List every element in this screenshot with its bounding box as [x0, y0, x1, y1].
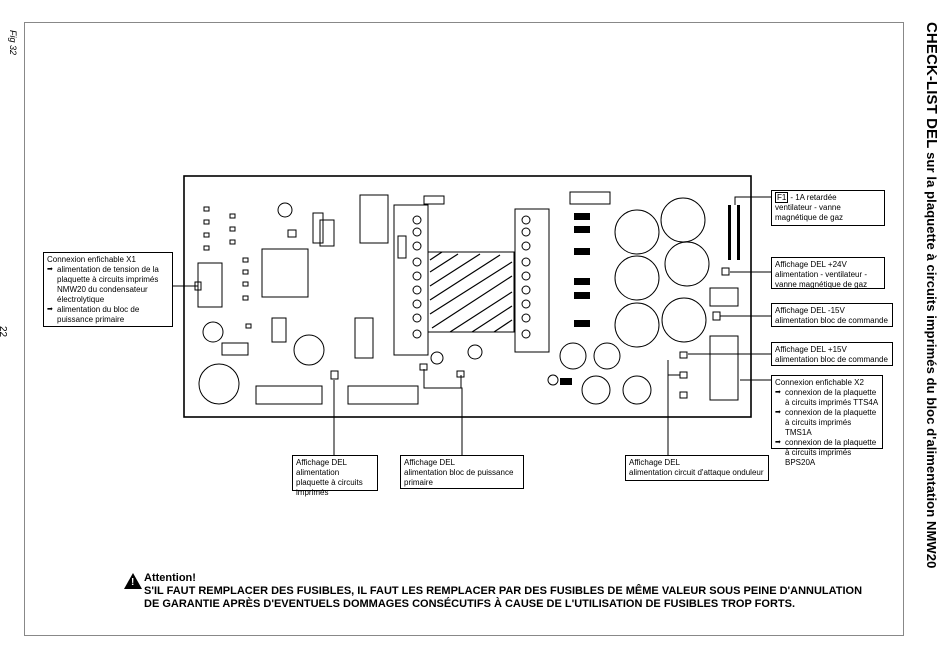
pcb-outline	[183, 175, 752, 418]
callout-del-puissance: Affichage DEL alimentation bloc de puiss…	[400, 455, 524, 489]
capacitor-small-1	[202, 321, 224, 343]
capacitor-med-4	[622, 375, 652, 405]
capacitor-large-6	[614, 302, 660, 348]
capacitor-med-3	[581, 375, 611, 405]
callout-del-onduleur-title: Affichage DEL	[629, 458, 680, 467]
small-parts-left	[203, 206, 252, 329]
leader-f1	[734, 196, 771, 205]
warning-line-1: S'IL FAUT REMPLACER DES FUSIBLES, IL FAU…	[144, 585, 863, 597]
connector-x2	[709, 335, 739, 401]
connector-small-right	[709, 287, 739, 307]
callout-del-puissance-title: Affichage DEL	[404, 458, 455, 467]
diode-top	[423, 195, 445, 205]
callout-x1-item: alimentation de tension de la plaquette …	[47, 265, 169, 305]
led-24v	[721, 267, 730, 276]
capacitor-med-1	[559, 342, 587, 370]
page-frame	[24, 22, 904, 636]
transformer-small	[261, 248, 309, 298]
resistor-1	[255, 385, 323, 405]
transistor-2	[430, 351, 444, 365]
transistor-4	[547, 374, 559, 386]
callout-del-onduleur: Affichage DEL alimentation circuit d'att…	[625, 455, 769, 481]
connector-x1	[197, 262, 223, 308]
callout-del-24v-text: alimentation - ventilateur - vanne magné…	[775, 270, 868, 289]
callout-del-onduleur-text: alimentation circuit d'attaque onduleur	[629, 468, 764, 477]
main-transformer	[427, 251, 515, 333]
capacitor-large-5	[664, 241, 710, 287]
callout-del-15p-title: Affichage DEL +15V	[775, 345, 847, 354]
capacitor-med-2	[593, 342, 621, 370]
callout-del-puissance-text: alimentation bloc de puissance primaire	[404, 468, 514, 487]
leader-puis	[423, 369, 463, 455]
callout-f1: F1- 1A retardée ventilateur - vanne magn…	[771, 190, 885, 226]
capacitor-large-1	[198, 363, 240, 405]
callout-x2: Connexion enfichable X2 connexion de la …	[771, 375, 883, 467]
capacitor-small-2	[293, 334, 325, 366]
callout-del-15n-title: Affichage DEL -15V	[775, 306, 845, 315]
ic-1	[271, 317, 287, 343]
callout-del-plaquette: Affichage DEL alimentation plaquette à c…	[292, 455, 378, 497]
transistor-3	[467, 344, 483, 360]
callout-x2-item: connexion de la plaquette à circuits imp…	[775, 438, 879, 468]
callout-del-plaquette-title: Affichage DEL	[296, 458, 347, 467]
fuse-f1	[728, 205, 731, 260]
relay-1	[221, 342, 249, 356]
callout-del-15n-text: alimentation bloc de commande	[775, 316, 888, 325]
capacitor-large-4	[614, 255, 660, 301]
callout-del-15p: Affichage DEL +15V alimentation bloc de …	[771, 342, 893, 366]
warning-title: Attention!	[144, 572, 196, 584]
fuse-holder	[312, 212, 324, 244]
callout-del-24v-title: Affichage DEL +24V	[775, 260, 847, 269]
callout-x2-item: connexion de la plaquette à circuits imp…	[775, 388, 879, 408]
callout-x2-title: Connexion enfichable X2	[775, 378, 864, 387]
warning-triangle-icon: !	[124, 573, 142, 589]
led-15p	[679, 351, 688, 359]
callout-f1-text: - 1A retardée	[790, 193, 837, 202]
callout-x2-item: connexion de la plaquette à circuits imp…	[775, 408, 879, 438]
callout-x1-item: alimentation du bloc de puissance primai…	[47, 305, 169, 325]
callout-del-plaquette-text: alimentation plaquette à circuits imprim…	[296, 468, 363, 497]
terminal-strip-left	[393, 204, 429, 356]
capacitor-large-3	[660, 197, 706, 243]
heatsink-block	[359, 194, 389, 244]
callout-del-15p-text: alimentation bloc de commande	[775, 355, 888, 364]
led-15n	[712, 311, 721, 321]
warning-line-2: DE GARANTIE APRÈS D'EVENTUELS DOMMAGES C…	[144, 598, 796, 610]
callout-x1: Connexion enfichable X1 alimentation de …	[43, 252, 173, 327]
transistor-1	[277, 202, 293, 218]
callout-f1-line2: ventilateur - vanne magnétique de gaz	[775, 203, 844, 222]
resistor-3	[569, 191, 611, 205]
callout-x1-title: Connexion enfichable X1	[47, 255, 136, 264]
callout-del-24v: Affichage DEL +24V alimentation - ventil…	[771, 257, 885, 289]
terminal-strip-right	[514, 208, 550, 353]
resistor-2	[347, 385, 419, 405]
capacitor-large-2	[614, 209, 660, 255]
callout-del-15n: Affichage DEL -15V alimentation bloc de …	[771, 303, 893, 327]
fuse-tag: F1	[775, 192, 789, 203]
capacitor-large-7	[661, 297, 707, 343]
